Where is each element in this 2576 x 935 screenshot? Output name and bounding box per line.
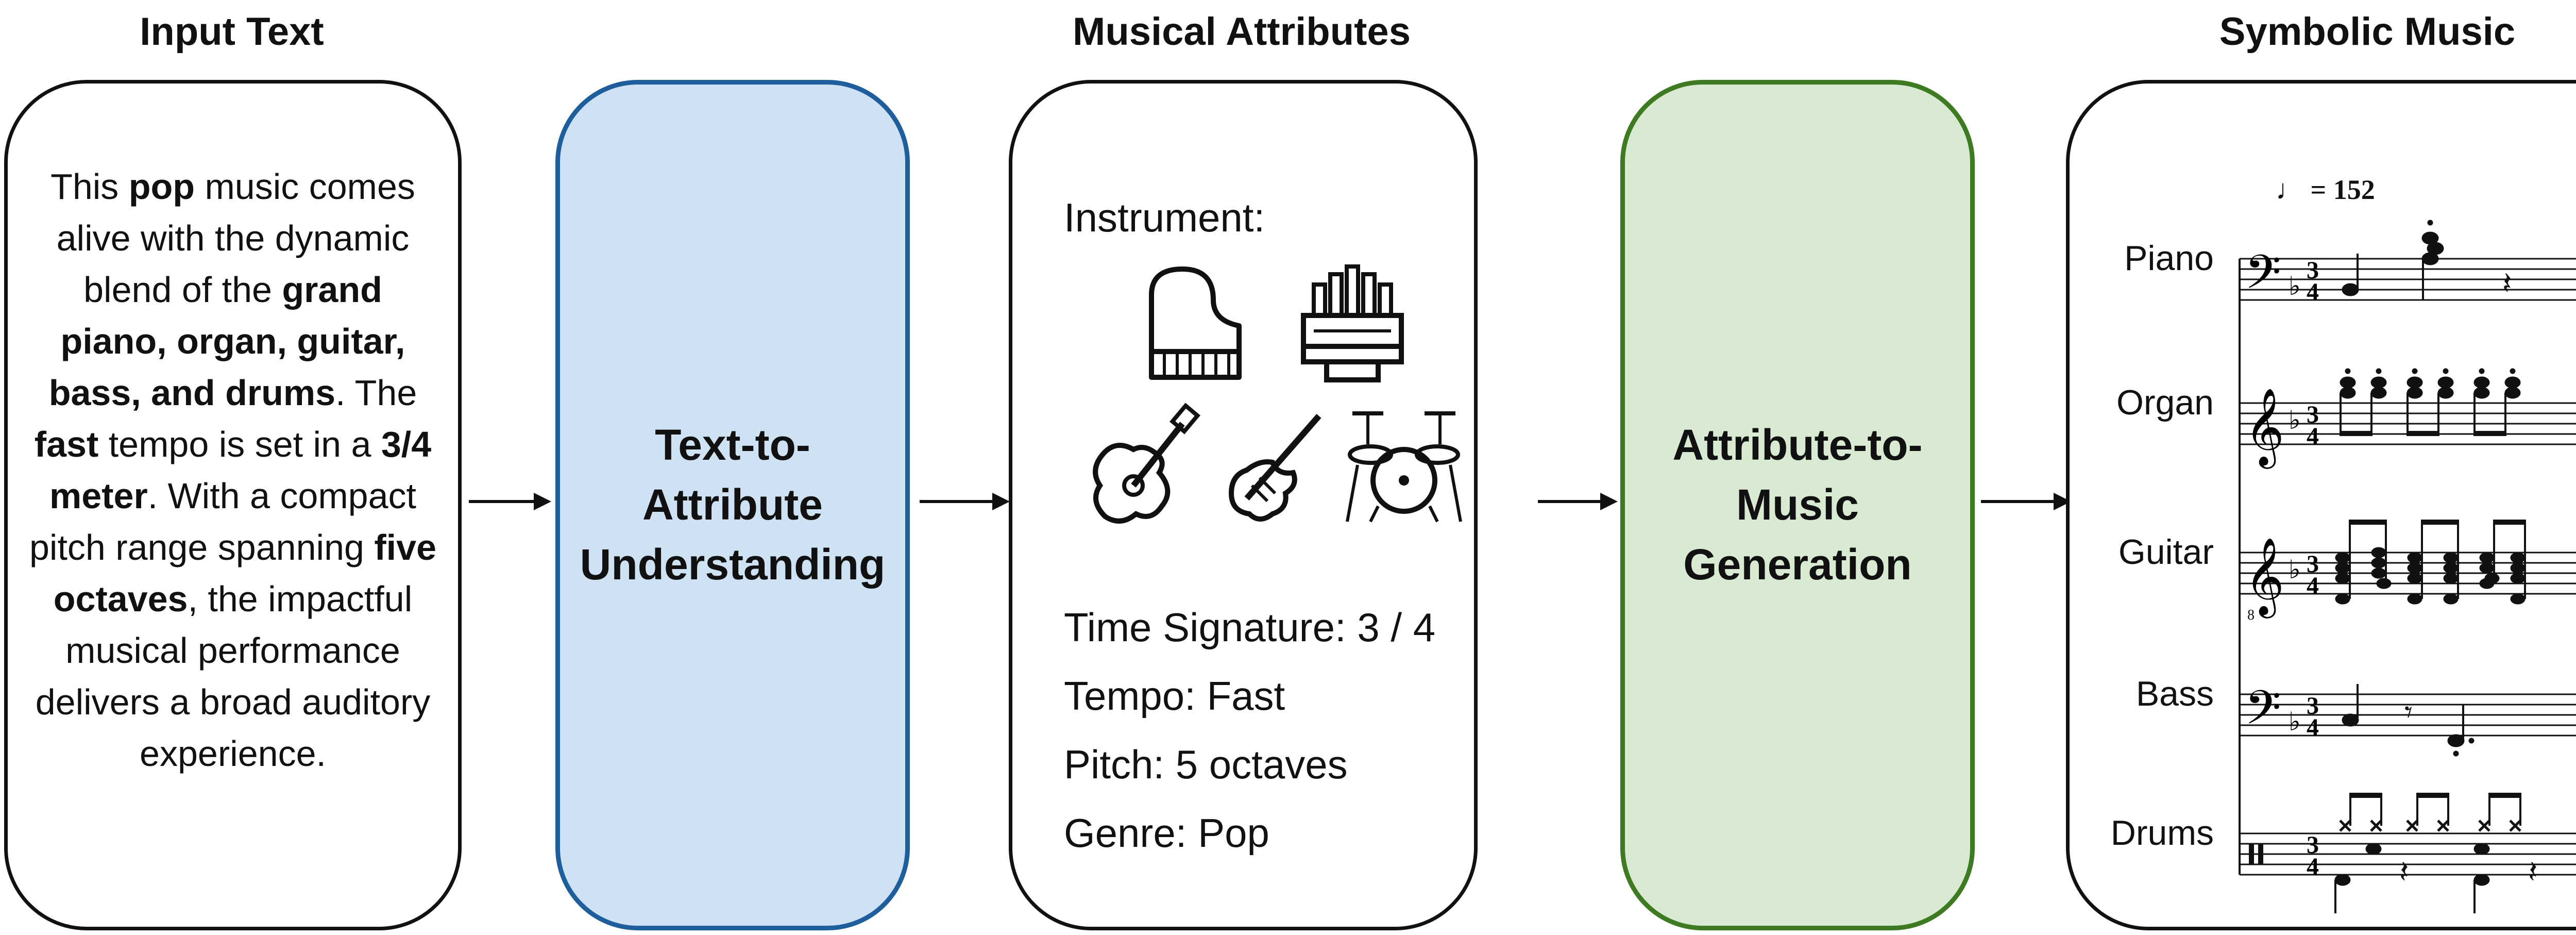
organ-icon: [1301, 264, 1404, 382]
arrow-stage2-to-score: [1981, 493, 2071, 510]
musical-attributes-box: Instrument:: [1009, 80, 1478, 930]
track-name-guitar: Guitar: [2118, 532, 2214, 572]
svg-text:4: 4: [2307, 278, 2319, 306]
input-text-segment: pop: [128, 166, 195, 207]
svg-text:4: 4: [2307, 572, 2319, 599]
svg-text:𝄽: 𝄽: [2528, 854, 2537, 890]
instrument-label: Instrument:: [1064, 195, 1265, 240]
music-score: 𝄢 𝄞 𝄞 𝄢 ♭ ♭ ♭ ♭ 34 34 34 34 34 𝄽: [2239, 220, 2576, 913]
arrow-stage1-to-attributes: [920, 493, 1010, 510]
svg-text:𝄽: 𝄽: [2502, 265, 2512, 302]
title-musical-attributes: Musical Attributes: [1073, 10, 1411, 54]
svg-text:3: 3: [2307, 550, 2319, 578]
genre-attribute: Genre: Pop: [1064, 810, 1269, 856]
svg-text:𝄞: 𝄞: [2245, 387, 2284, 469]
svg-text:𝄞: 𝄞: [2245, 537, 2284, 619]
track-name-bass: Bass: [2136, 674, 2214, 713]
drum-kit-icon: [1346, 411, 1462, 523]
input-text-segment: 3/4 meter: [49, 424, 432, 516]
text-to-attribute-label: Text-to- Attribute Understanding: [580, 421, 886, 589]
svg-text:♭: ♭: [2289, 707, 2301, 737]
svg-text:♭: ♭: [2289, 271, 2301, 301]
input-text-segment: , the impactful musical performance deli…: [35, 579, 431, 774]
svg-text:3: 3: [2307, 831, 2319, 859]
input-text-box: This pop music comes alive with the dyna…: [4, 80, 462, 930]
grand-piano-icon: [1149, 266, 1242, 380]
svg-text:𝄾: 𝄾: [2404, 694, 2413, 730]
svg-text:4: 4: [2307, 423, 2319, 450]
svg-text:3: 3: [2307, 692, 2319, 720]
pitch-attribute: Pitch: 5 octaves: [1064, 742, 1348, 787]
electric-guitar-icon: [1228, 414, 1321, 522]
tempo-mark: ♩ = 152: [2276, 174, 2375, 205]
tempo-attribute: Tempo: Fast: [1064, 673, 1285, 719]
attribute-to-music-label: Attribute-to- Music Generation: [1672, 421, 1923, 589]
input-text-segment: grand piano, organ, guitar, bass, and dr…: [48, 270, 405, 413]
svg-text:𝄽: 𝄽: [2399, 854, 2409, 890]
track-name-organ: Organ: [2116, 383, 2214, 422]
track-name-piano: Piano: [2124, 239, 2214, 278]
svg-text:4: 4: [2307, 714, 2319, 741]
title-input-text: Input Text: [140, 10, 324, 54]
ts-top: 3: [2307, 257, 2319, 284]
input-text-segment: music comes alive with the dynamic blend…: [56, 166, 415, 310]
svg-text:𝄢: 𝄢: [2245, 680, 2281, 746]
input-text-segment: This: [50, 166, 129, 207]
symbolic-music-box: Piano Organ Guitar Bass Drums ♩ = 152: [2066, 80, 2576, 930]
arrow-input-to-stage1: [469, 493, 551, 510]
acoustic-guitar-icon: [1093, 403, 1200, 524]
svg-text:♭: ♭: [2289, 405, 2301, 435]
input-text-paragraph: This pop music comes alive with the dyna…: [28, 161, 437, 779]
time-signature-attribute: Time Signature: 3 / 4: [1064, 605, 1436, 650]
svg-text:4: 4: [2307, 853, 2319, 880]
input-text-segment: fast: [34, 424, 99, 464]
input-text-segment: five octaves: [53, 527, 436, 619]
svg-text:𝄢: 𝄢: [2245, 245, 2281, 311]
input-text-segment: . The: [335, 373, 417, 413]
title-symbolic-music: Symbolic Music: [2219, 10, 2516, 54]
arrow-attributes-to-stage2: [1538, 493, 1618, 510]
svg-text:3: 3: [2307, 401, 2319, 428]
attribute-to-music-stage: Attribute-to- Music Generation: [1620, 80, 1975, 930]
input-text-segment: . With a compact pitch range spanning: [29, 476, 416, 567]
track-name-drums: Drums: [2110, 813, 2214, 853]
svg-text:♭: ♭: [2289, 555, 2301, 585]
svg-text:8: 8: [2247, 607, 2255, 623]
text-to-attribute-stage: Text-to- Attribute Understanding: [555, 80, 910, 930]
input-text-segment: tempo is set in a: [98, 424, 381, 464]
